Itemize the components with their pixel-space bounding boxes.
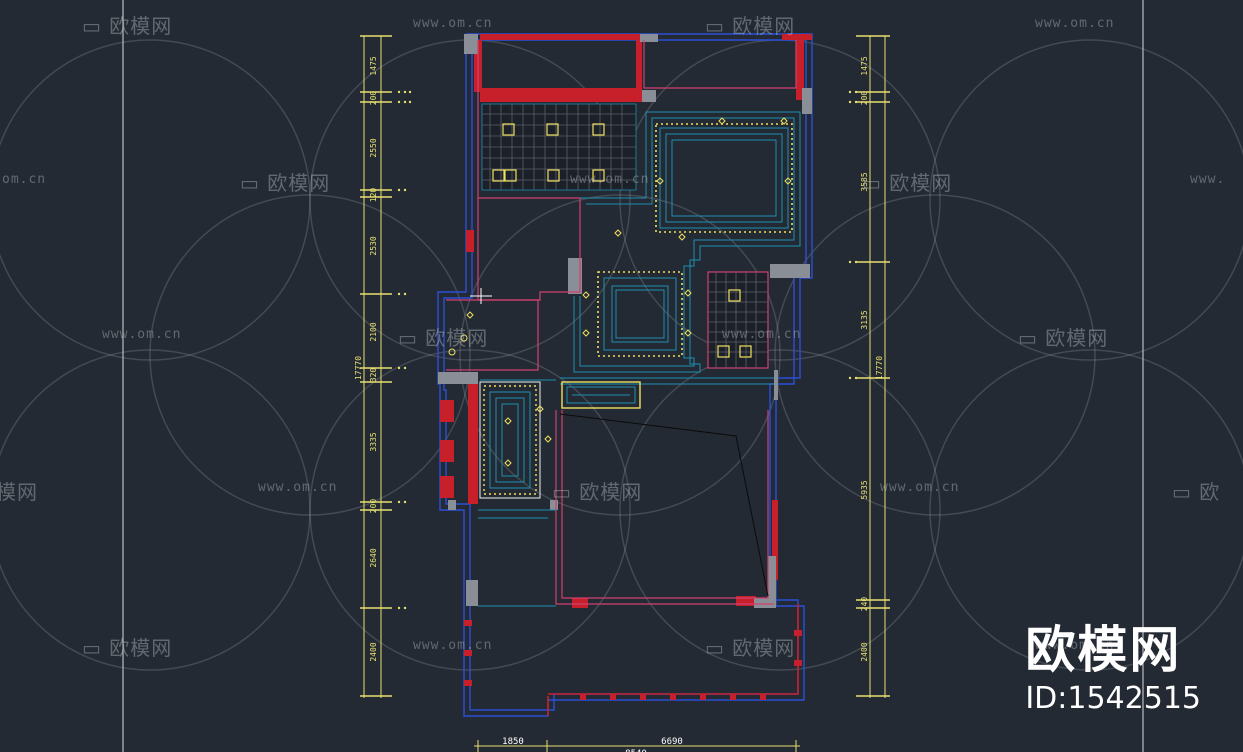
model-id: ID:1542515 bbox=[1025, 681, 1201, 716]
light-trough bbox=[561, 381, 641, 409]
dim-right-1: 1475 bbox=[860, 56, 869, 75]
void-diagonal-line bbox=[559, 413, 769, 597]
dim-right-3: 3585 bbox=[860, 172, 869, 191]
dim-left-5: 2530 bbox=[369, 236, 378, 255]
watermark-url: www.om.cn bbox=[880, 480, 960, 495]
left-dimension-ticks bbox=[397, 90, 412, 610]
watermark-logo: ▭ 欧模网 bbox=[862, 171, 953, 195]
dim-right-total: 17770 bbox=[875, 356, 884, 380]
watermark-url-partial: om.cn bbox=[2, 172, 47, 187]
watermark-url: www.om.cn bbox=[258, 480, 338, 495]
dim-right-4: 3135 bbox=[860, 310, 869, 329]
ceiling-outlines bbox=[478, 111, 801, 694]
down-lights bbox=[448, 117, 792, 467]
right-dimension-ticks bbox=[848, 90, 858, 380]
watermark-logo: ▭ 欧模网 bbox=[552, 480, 643, 504]
ceiling-coffer-middle bbox=[597, 271, 683, 357]
watermark-url: www.om.cn bbox=[570, 172, 650, 187]
watermark-logo: ▭ 欧模网 bbox=[705, 14, 796, 38]
dim-left-7: 320 bbox=[369, 368, 378, 383]
watermark-url-partial: www. bbox=[1190, 172, 1226, 187]
right-dimension-chain bbox=[856, 35, 890, 698]
watermark-url: www.om.cn bbox=[1035, 16, 1115, 31]
column-blocks bbox=[438, 34, 812, 608]
watermark-logo: ▭ 欧模网 bbox=[1018, 326, 1109, 350]
dim-right-6: 240 bbox=[860, 597, 869, 612]
dim-left-9: 200 bbox=[369, 499, 378, 514]
cursor-crosshair bbox=[470, 288, 492, 304]
dim-bottom-1: 1850 bbox=[502, 737, 524, 747]
watermark-url: www.om.cn bbox=[722, 327, 802, 342]
bottom-dimension-chain bbox=[474, 740, 800, 752]
watermark-url: www.om.cn bbox=[102, 327, 182, 342]
ceiling-coffer-large bbox=[655, 123, 793, 233]
watermark-logo: ▭ 欧模网 bbox=[82, 14, 173, 38]
brand-stamp: 欧模网 ID:1542515 bbox=[1025, 620, 1201, 718]
dim-left-6: 2100 bbox=[369, 322, 378, 341]
dim-left-2: 200 bbox=[369, 91, 378, 106]
dim-right-7: 2400 bbox=[860, 642, 869, 661]
dim-bottom-total: 8540 bbox=[625, 749, 647, 752]
watermark-url: www.om.cn bbox=[413, 638, 493, 653]
dim-left-3: 2550 bbox=[369, 138, 378, 157]
grid-ceiling-room-right bbox=[707, 271, 769, 369]
left-dimension-chain bbox=[360, 35, 392, 698]
dim-left-1: 1475 bbox=[369, 56, 378, 75]
watermark-logo: ▭ 欧模网 bbox=[705, 636, 796, 660]
dim-right-5: 5935 bbox=[860, 480, 869, 499]
watermark-logo: ▭ 欧模网 bbox=[240, 171, 331, 195]
balcony-posts bbox=[464, 620, 802, 700]
watermark-logo: ▭ 欧模网 bbox=[82, 636, 173, 660]
watermark-logo-partial: 模网 bbox=[0, 480, 38, 504]
dim-left-4: 120 bbox=[369, 188, 378, 203]
room-partitions bbox=[446, 40, 797, 605]
dim-right-2: 200 bbox=[860, 91, 869, 106]
watermark-logo-partial: ▭ 欧 bbox=[1172, 480, 1221, 504]
watermark-url: www.om.cn bbox=[1035, 638, 1115, 653]
grid-ceiling-room-top bbox=[481, 103, 637, 191]
brand-logo: 欧模网 bbox=[1025, 621, 1182, 679]
grid-lights-top bbox=[492, 123, 605, 182]
dim-left-8: 3335 bbox=[369, 432, 378, 451]
watermark-circle-pattern bbox=[0, 39, 1243, 671]
watermark-url: www.om.cn bbox=[413, 16, 493, 31]
dim-bottom-2: 6690 bbox=[661, 737, 683, 747]
dim-left-10: 2640 bbox=[369, 548, 378, 567]
dim-left-total: 17770 bbox=[354, 356, 363, 380]
watermark-logo: ▭ 欧模网 bbox=[398, 326, 489, 350]
dim-left-11: 2400 bbox=[369, 642, 378, 661]
ceiling-coffer-bedroom bbox=[479, 381, 541, 499]
grid-lights-right bbox=[717, 289, 752, 358]
